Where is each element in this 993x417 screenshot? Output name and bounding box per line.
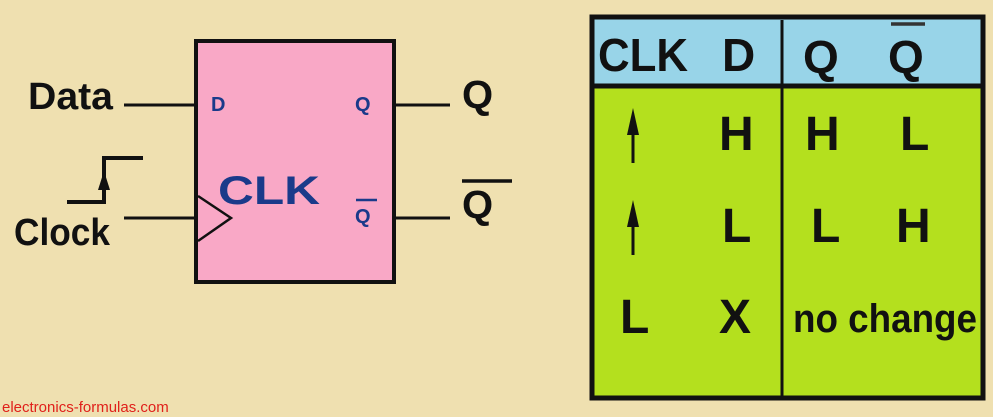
q-output-label: Q — [462, 73, 493, 117]
up-arrow-icon — [627, 108, 639, 163]
cell-d: X — [719, 291, 751, 344]
pin-clk-label: CLK — [218, 169, 320, 213]
header-q-bar: Q — [888, 31, 924, 83]
flipflop-symbol: Data Clock D CLK Q Q Q Q — [14, 39, 512, 284]
cell-outputs: no change — [793, 297, 977, 341]
clock-input-label: Clock — [14, 212, 111, 254]
rising-edge-icon — [67, 156, 143, 204]
header-clk: CLK — [598, 29, 688, 81]
table-row: L L H — [627, 200, 931, 255]
truth-table: CLK D Q Q H H L L L H L X no change — [589, 14, 986, 401]
cell-clk: L — [620, 291, 649, 344]
flipflop-body — [194, 39, 396, 284]
pin-q-label: Q — [355, 94, 371, 116]
up-arrow-icon — [627, 200, 639, 255]
table-header-bg — [592, 17, 983, 84]
cell-q-bar: L — [900, 108, 929, 161]
cell-q: L — [811, 200, 840, 253]
table-row: L X no change — [620, 291, 977, 344]
q-bar-output-label: Q — [462, 183, 493, 227]
watermark: electronics-formulas.com — [2, 399, 169, 416]
header-d: D — [722, 29, 755, 81]
header-q: Q — [803, 31, 839, 83]
cell-d: H — [719, 108, 754, 161]
cell-q-bar: H — [896, 200, 931, 253]
clock-triangle-icon — [197, 194, 234, 243]
cell-d: L — [722, 200, 751, 253]
table-border — [589, 14, 986, 401]
pin-d-label: D — [211, 94, 225, 116]
pin-q-bar-label: Q — [355, 206, 371, 228]
table-row: H H L — [627, 108, 929, 163]
data-input-label: Data — [28, 76, 114, 118]
cell-q: H — [805, 108, 840, 161]
